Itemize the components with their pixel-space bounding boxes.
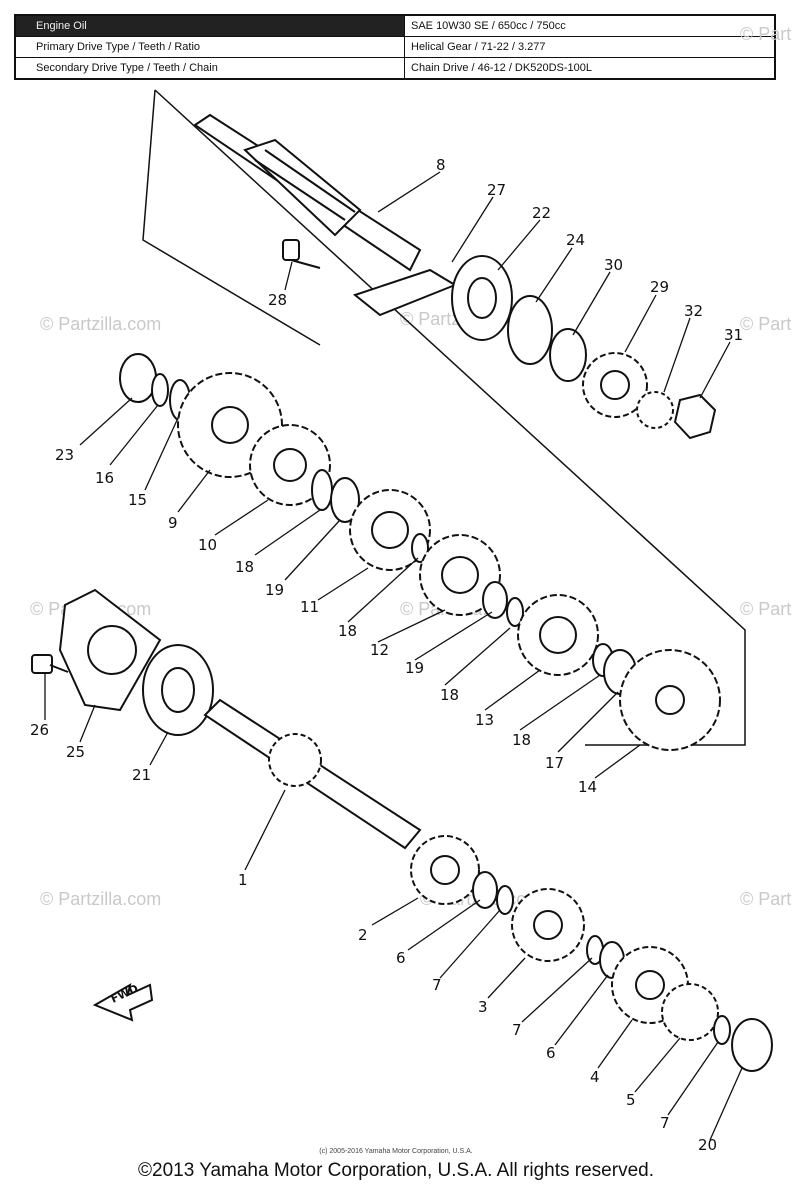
watermark-text: © Partzilla.com xyxy=(740,599,792,619)
assembly-frame-line xyxy=(142,89,321,346)
callout-number: 18 xyxy=(440,686,459,704)
sprocket-hub xyxy=(600,370,630,400)
gear-hub xyxy=(533,910,563,940)
callout-number: 19 xyxy=(265,581,284,599)
callout-group: 8 27 22 24 30 29 32 31 28 23 16 15 9 10 … xyxy=(30,156,743,1154)
washer-part xyxy=(472,871,498,909)
callout-number: 6 xyxy=(396,949,406,967)
callout-number: 4 xyxy=(590,1068,600,1086)
callout-number: 32 xyxy=(684,302,703,320)
callout-number: 13 xyxy=(475,711,494,729)
gear-hub xyxy=(635,970,665,1000)
callout-number: 21 xyxy=(132,766,151,784)
callout-number: 17 xyxy=(545,754,564,772)
callout-number: 14 xyxy=(578,778,597,796)
bolt-part xyxy=(31,654,53,674)
washer-part xyxy=(330,477,360,523)
spec-row: Secondary Drive Type / Teeth / Chain Cha… xyxy=(14,57,776,80)
spec-value: Helical Gear / 71-22 / 3.277 xyxy=(404,36,776,58)
bearing-inner-ring xyxy=(467,277,497,319)
callout-number: 5 xyxy=(626,1091,636,1109)
spec-table: Engine Oil SAE 10W30 SE / 650cc / 750cc … xyxy=(14,14,776,80)
retainer-hole xyxy=(87,625,137,675)
callout-number: 25 xyxy=(66,743,85,761)
watermark-text: © Partzilla.com xyxy=(740,24,792,44)
spec-value: Chain Drive / 46-12 / DK520DS-100L xyxy=(404,57,776,80)
watermark-text: © Partzilla.com xyxy=(740,314,792,334)
callout-number: 7 xyxy=(512,1021,522,1039)
callout-number: 18 xyxy=(512,731,531,749)
callout-number: 11 xyxy=(300,598,319,616)
callout-number: 23 xyxy=(55,446,74,464)
callout-number: 7 xyxy=(660,1114,670,1132)
circlip-part xyxy=(506,597,524,627)
callout-number: 3 xyxy=(478,998,488,1016)
circlip-part xyxy=(411,533,429,563)
gear-hub xyxy=(273,448,307,482)
callout-number: 18 xyxy=(235,558,254,576)
gear-hub xyxy=(211,406,249,444)
spec-row: Engine Oil SAE 10W30 SE / 650cc / 750cc xyxy=(14,14,776,37)
callout-number: 18 xyxy=(338,622,357,640)
callout-number: 10 xyxy=(198,536,217,554)
lock-washer-part xyxy=(636,391,674,429)
callout-number: 31 xyxy=(724,326,743,344)
leader-lines xyxy=(44,171,743,1141)
circlip-part xyxy=(496,885,514,915)
callout-number: 20 xyxy=(698,1136,717,1154)
callout-number: 22 xyxy=(532,204,551,222)
spec-label: Primary Drive Type / Teeth / Ratio xyxy=(14,36,405,58)
watermark-text: © Partzilla.com xyxy=(40,314,161,334)
gear-part xyxy=(661,983,719,1041)
fwd-arrow-icon: FWD xyxy=(92,982,154,1022)
circlip-part xyxy=(151,373,169,407)
gear-hub xyxy=(430,855,460,885)
callout-number: 19 xyxy=(405,659,424,677)
callout-number: 6 xyxy=(546,1044,556,1062)
callout-number: 8 xyxy=(436,156,446,174)
oil-seal-part xyxy=(507,295,553,365)
callout-number: 1 xyxy=(238,871,248,889)
spec-label: Secondary Drive Type / Teeth / Chain xyxy=(14,57,405,80)
callout-number: 29 xyxy=(650,278,669,296)
callout-number: 30 xyxy=(604,256,623,274)
callout-number: 7 xyxy=(432,976,442,994)
needle-bearing-part xyxy=(731,1018,773,1072)
bearing-inner-ring xyxy=(161,667,195,713)
collar-part xyxy=(549,328,587,382)
drive-axle-shaft xyxy=(193,113,422,272)
spec-label: Engine Oil xyxy=(14,14,405,37)
nut-part xyxy=(673,393,717,440)
callout-number: 12 xyxy=(370,641,389,659)
watermark-text: © Partzilla.com xyxy=(40,889,161,909)
circlip-part xyxy=(311,469,333,511)
washer-part xyxy=(482,581,508,619)
gear-hub xyxy=(371,511,409,549)
callout-number: 27 xyxy=(487,181,506,199)
callout-number: 15 xyxy=(128,491,147,509)
callout-number: 24 xyxy=(566,231,585,249)
gear-hub xyxy=(539,616,577,654)
callout-number: 2 xyxy=(358,926,368,944)
small-copyright-text: (c) 2005-2016 Yamaha Motor Corporation, … xyxy=(319,1148,473,1155)
copyright-text: ©2013 Yamaha Motor Corporation, U.S.A. A… xyxy=(138,1160,654,1181)
callout-number: 26 xyxy=(30,721,49,739)
shaft-gear-teeth xyxy=(268,733,322,787)
circlip-part xyxy=(713,1015,731,1045)
callout-number: 28 xyxy=(268,291,287,309)
callout-number: 9 xyxy=(168,514,178,532)
gear-hub xyxy=(441,556,479,594)
screw-part xyxy=(282,239,321,269)
gear-hub xyxy=(655,685,685,715)
watermark-text: © Partzilla.com xyxy=(740,889,792,909)
bearing-part xyxy=(119,353,157,403)
callout-number: 16 xyxy=(95,469,114,487)
spec-row: Primary Drive Type / Teeth / Ratio Helic… xyxy=(14,36,776,58)
